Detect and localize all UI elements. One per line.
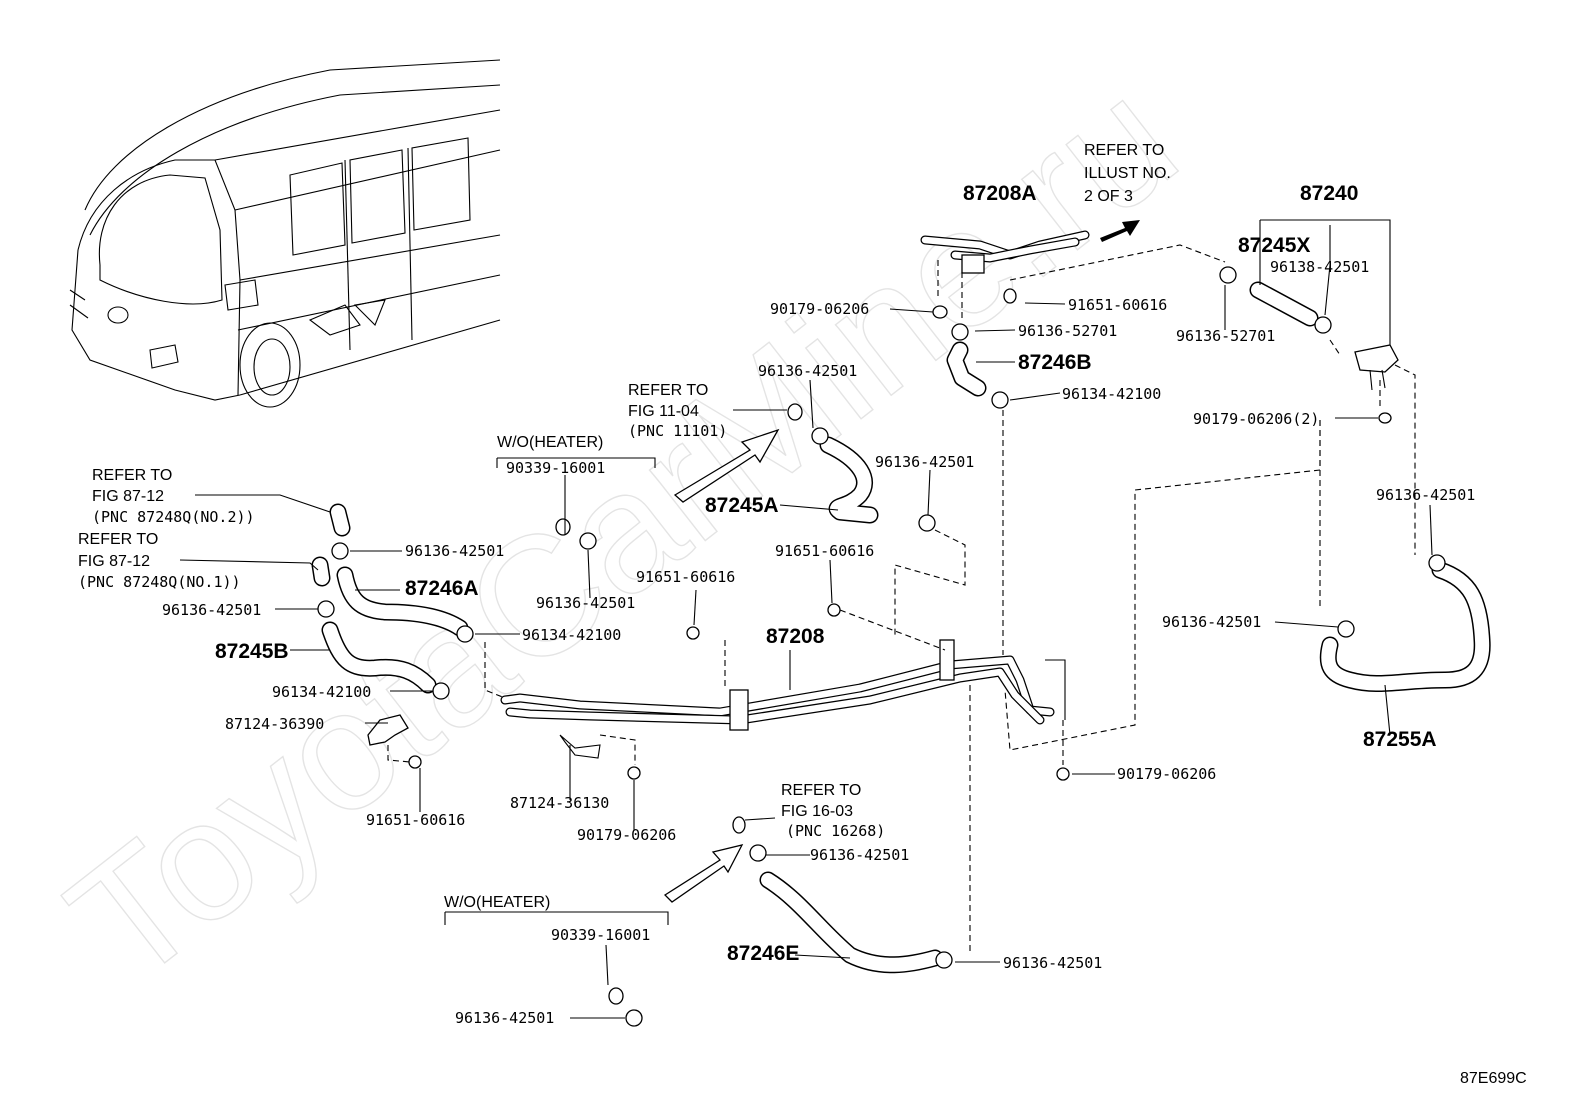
note-refer-fig-87-12-no1-line2: FIG 87-12 [78, 553, 150, 570]
label-90179-06206-b: 90179-06206 [1117, 765, 1216, 783]
label-96138-42501: 96138-42501 [1270, 258, 1369, 276]
note-refer-illust-line3: 2 OF 3 [1084, 188, 1133, 205]
label-91651-60616-c: 91651-60616 [636, 568, 735, 586]
arrow-icon [663, 844, 744, 903]
note-refer-fig-87-12-no2-line1: REFER TO [92, 467, 172, 484]
note-refer-fig-87-12-no2-line2: FIG 87-12 [92, 488, 164, 505]
bus-illustration [69, 59, 501, 408]
note-refer-fig-87-12-no1-line1: REFER TO [78, 531, 158, 548]
label-96134-42100: 96134-42100 [1062, 385, 1161, 403]
label-90179-06206: 90179-06206 [770, 300, 869, 318]
note-refer-fig-16-03-line2: FIG 16-03 [781, 803, 853, 820]
label-96136-42501-f: 96136-42501 [162, 601, 261, 619]
label-96136-42501-h: 96136-42501 [810, 846, 909, 864]
label-96136-42501-i: 96136-42501 [1003, 954, 1102, 972]
note-refer-fig-87-12-no2-line3: (PNC 87248Q(NO.2)) [92, 508, 255, 526]
pipe-87208 [500, 639, 1066, 759]
arrow-icon [1100, 220, 1140, 242]
note-refer-fig-11-04-line2: FIG 11-04 [628, 403, 699, 420]
label-91651-60616-b: 91651-60616 [775, 542, 874, 560]
note-refer-fig-16-03-line3: (PNC 16268) [786, 822, 885, 840]
label-96136-42501-g: 96136-42501 [1162, 613, 1261, 631]
label-90339-16001: 90339-16001 [506, 459, 605, 477]
label-87124-36130: 87124-36130 [510, 794, 609, 812]
part-87246B: 87246B [1018, 351, 1092, 374]
note-refer-fig-11-04-line1: REFER TO [628, 382, 708, 399]
label-96134-42100-b: 96134-42100 [522, 626, 621, 644]
part-87208: 87208 [766, 625, 825, 648]
clamps [317, 266, 1446, 1027]
note-wo-heater-top: W/O(HEATER) [497, 434, 603, 451]
part-87246E: 87246E [727, 942, 799, 965]
note-refer-illust-line1: REFER TO [1084, 142, 1164, 159]
label-90179-06206-c: 90179-06206 [577, 826, 676, 844]
part-87245B: 87245B [215, 640, 289, 663]
label-96136-42501-c: 96136-42501 [1376, 486, 1475, 504]
leader-lines [179, 219, 1433, 1019]
label-96136-42501-a: 96136-42501 [758, 362, 857, 380]
part-87245X: 87245X [1238, 234, 1310, 257]
label-96136-42501-j: 96136-42501 [455, 1009, 554, 1027]
pipe-87208A [920, 230, 1090, 274]
part-87255A: 87255A [1363, 728, 1437, 751]
note-refer-fig-87-12-no1-line3: (PNC 87248Q(NO.1)) [78, 573, 241, 591]
label-96136-42501-d: 96136-42501 [536, 594, 635, 612]
note-refer-fig-16-03-line1: REFER TO [781, 782, 861, 799]
part-87240: 87240 [1300, 182, 1358, 205]
arrow-icon [673, 428, 780, 503]
note-refer-fig-11-04-line3: (PNC 11101) [628, 422, 727, 440]
label-96136-52701-right: 96136-52701 [1176, 327, 1275, 345]
label-91651-60616-d: 91651-60616 [366, 811, 465, 829]
part-87245A: 87245A [705, 494, 779, 517]
diagram-code: 87E699C [1460, 1070, 1527, 1087]
part-87246A: 87246A [405, 577, 479, 600]
label-96136-42501-e: 96136-42501 [405, 542, 504, 560]
bracket-87240 [1354, 344, 1399, 391]
labels: REFER TO ILLUST NO. 2 OF 3 87208A 87240 … [78, 142, 1527, 1087]
hoses [311, 281, 1491, 974]
label-87124-36390: 87124-36390 [225, 715, 324, 733]
part-87208A: 87208A [963, 182, 1037, 205]
alignment-lines [387, 244, 1416, 955]
arrows [663, 220, 1140, 903]
label-96134-42100-c: 96134-42100 [272, 683, 371, 701]
note-refer-illust-line2: ILLUST NO. [1084, 165, 1171, 182]
note-wo-heater-bottom: W/O(HEATER) [444, 894, 550, 911]
label-90339-16001-b: 90339-16001 [551, 926, 650, 944]
label-90179-06206-2: 90179-06206(2) [1193, 410, 1319, 428]
label-91651-60616: 91651-60616 [1068, 296, 1167, 314]
label-96136-42501-b: 96136-42501 [875, 453, 974, 471]
label-96136-52701: 96136-52701 [1018, 322, 1117, 340]
